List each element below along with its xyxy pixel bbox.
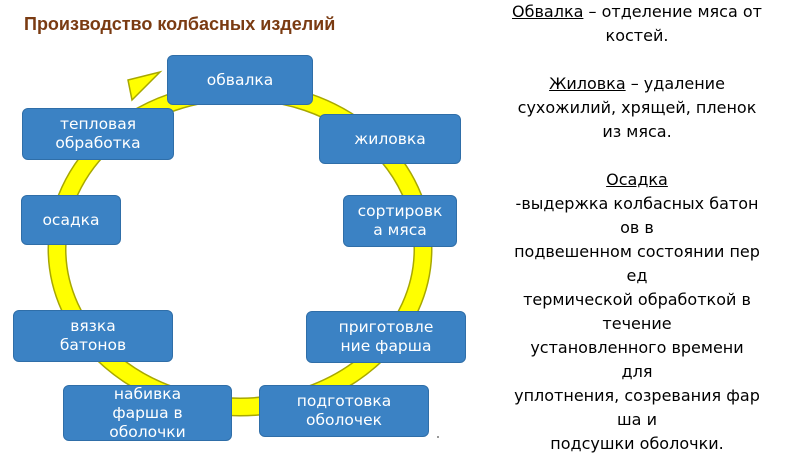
def-obvalka-line2: костей. — [605, 26, 669, 45]
def-osadka-line: подсушки оболочки. — [550, 434, 724, 453]
def-zhilovka-line3: из мяса. — [602, 122, 672, 141]
def-osadka-line: установленного времени — [530, 338, 744, 357]
def-osadka-line: для — [621, 362, 653, 381]
step-nabivka: набивка фарша в оболочки — [63, 385, 232, 441]
step-prigotovlenie: приготовле ние фарша — [306, 311, 466, 363]
term-osadka: Осадка — [606, 170, 668, 189]
step-podgotovka: подготовка оболочек — [259, 385, 429, 437]
def-osadka-line: подвешенном состоянии пер — [514, 242, 760, 261]
def-osadka-line: термической обработкой в — [523, 290, 751, 309]
def-zhilovka-line1: Жиловка – удаление — [549, 74, 725, 93]
step-zhilovka: жиловка — [319, 114, 461, 164]
step-vyazka: вязка батонов — [13, 310, 173, 362]
def-zhilovka-line2: сухожилий, хрящей, пленок — [517, 98, 757, 117]
stray-dot — [437, 436, 439, 438]
def-osadka-line: ов в — [620, 218, 654, 237]
def-osadka-line: уплотнения, созревания фар — [514, 386, 760, 405]
diagram-title: Производство колбасных изделий — [24, 14, 336, 34]
term-obvalka: Обвалка — [512, 2, 584, 21]
arrowhead-icon — [127, 70, 163, 102]
step-sortirovka: сортировк а мяса — [343, 195, 457, 247]
def-osadka-line: течение — [602, 314, 672, 333]
definitions-panel: Обвалка – отделение мяса от костей. Жило… — [474, 0, 800, 456]
def-osadka-line: ша и — [617, 410, 657, 429]
def-osadka-term-line: Осадка — [474, 168, 800, 192]
step-obvalka: обвалка — [167, 55, 313, 105]
step-osadka: осадка — [21, 195, 121, 245]
def-osadka-line: -выдержка колбасных батон — [515, 194, 759, 213]
def-obvalka-line1: Обвалка – отделение мяса от — [512, 2, 762, 21]
term-zhilovka: Жиловка — [549, 74, 626, 93]
step-teplovaya: тепловая обработка — [22, 108, 174, 160]
def-osadka-line: ед — [626, 266, 648, 285]
